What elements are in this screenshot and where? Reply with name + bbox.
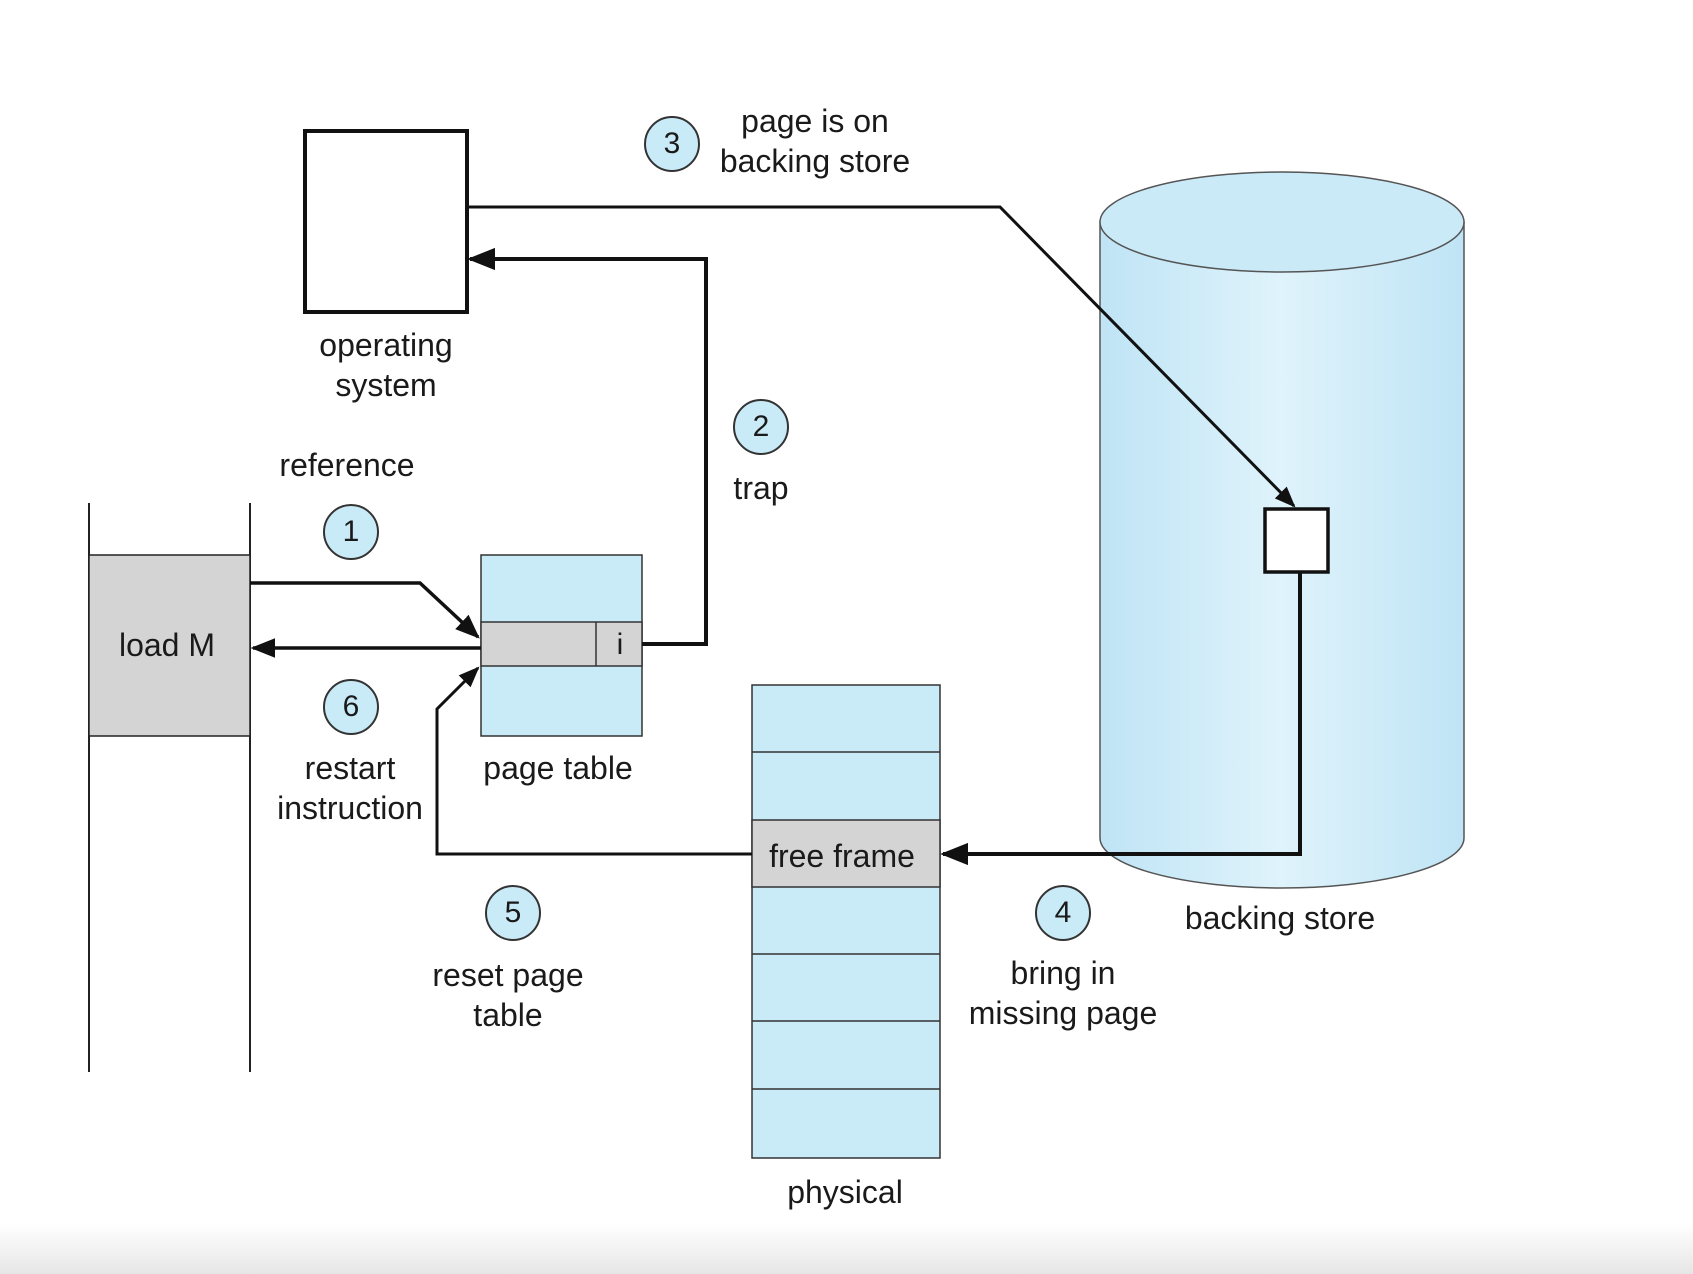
bring-in-missing-page-label: bring in missing page — [968, 955, 1158, 1031]
operating-system-box — [303, 129, 469, 314]
step-2-badge: 2 — [733, 399, 789, 455]
bring-in-page-arrow — [940, 572, 1302, 866]
page-on-backing-store-label: page is on backing store — [719, 103, 911, 179]
step-6-badge: 6 — [323, 679, 379, 735]
load-m-box — [88, 554, 251, 737]
page-table-label: page table — [483, 750, 633, 786]
step-3-badge: 3 — [644, 116, 700, 172]
step-4-badge: 4 — [1035, 885, 1091, 941]
reset-page-table-label: reset page table — [432, 957, 584, 1033]
bottom-shadow — [0, 1224, 1693, 1274]
page-table — [480, 554, 643, 737]
physical-memory — [751, 684, 941, 1159]
free-frame-label: free frame — [769, 838, 915, 874]
page-table-entry — [480, 621, 643, 667]
operating-system-label: operating system — [319, 327, 453, 403]
reference-label: reference — [279, 447, 415, 483]
reset-page-table-arrow — [435, 666, 752, 856]
backing-store-label: backing store — [1184, 900, 1376, 936]
step-1-badge: 1 — [323, 504, 379, 560]
step-5-badge: 5 — [485, 885, 541, 941]
load-m-label: load M — [118, 627, 216, 663]
trap-label: trap — [733, 470, 789, 506]
restart-instruction-label: restart instruction — [277, 750, 423, 826]
reference-arrow — [250, 581, 480, 639]
backing-store-lookup-arrow — [467, 205, 1296, 508]
missing-page-block — [1263, 507, 1330, 574]
invalid-bit-label: i — [616, 628, 624, 661]
trap-arrow — [467, 247, 708, 646]
